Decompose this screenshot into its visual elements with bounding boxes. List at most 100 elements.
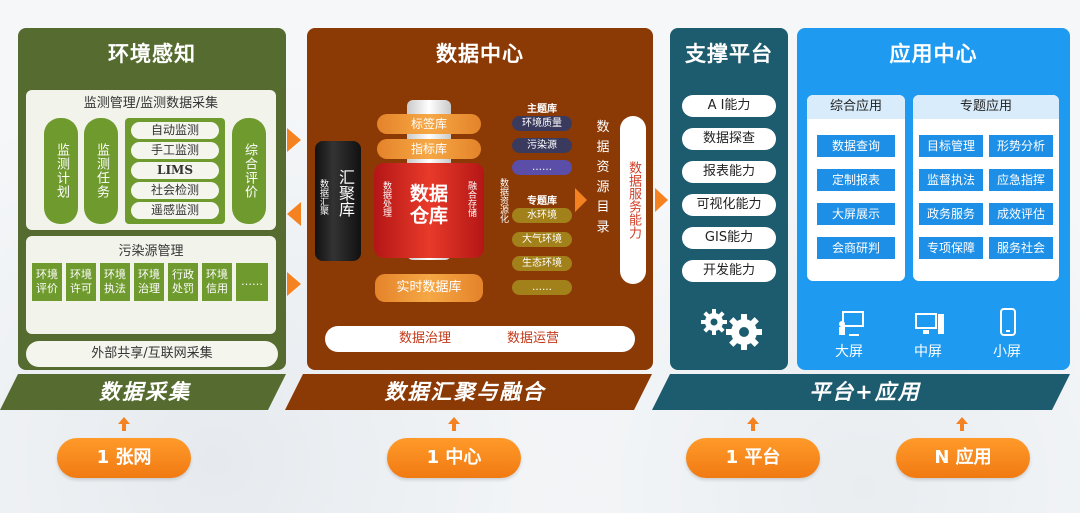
arrow-up-icon [448, 417, 460, 431]
banner-platform: 平台+应用 [809, 380, 921, 404]
service-capability: 数据服务能力 [620, 116, 646, 284]
pollution-box: 污染源管理 环境评价 环境许可 环境执法 环境治理 行政处罚 环境信用 …… [26, 236, 276, 334]
pill-monitor-task: 监测任务 [84, 118, 118, 224]
footer-operation: 数据运营 [507, 331, 560, 346]
phone-icon [1000, 308, 1016, 336]
method-item: 手工监测 [131, 142, 219, 159]
general-apps-head: 综合应用 [807, 95, 905, 119]
method-item: 社会检测 [131, 182, 219, 199]
method-item: LIMS [131, 162, 219, 179]
footer-governance: 数据治理 [399, 331, 452, 346]
gears-icon [701, 309, 762, 350]
support-title: 支撑平台 [685, 42, 773, 66]
special-app-button[interactable]: 专项保障 [919, 237, 983, 259]
one-center-button[interactable]: 1 中心 [387, 438, 521, 478]
datacenter-panel: 数据中心 数据汇聚 汇聚库 标签库 指标库 数据处理 数据仓库 融合存储 实时数… [307, 28, 653, 370]
topic-db: 污染源 [512, 138, 572, 153]
chevron-right-icon [655, 188, 668, 212]
pollution-cell: 环境许可 [66, 263, 96, 301]
pill-monitor-plan: 监测计划 [44, 118, 78, 224]
store-side-label: 融合存储 [466, 181, 476, 217]
topic-db: …… [512, 160, 572, 175]
banner-fuse: 数据汇聚与融合 [384, 380, 546, 404]
banner-collect: 数据采集 [99, 380, 191, 404]
arrow-up-icon [956, 417, 968, 431]
special-app-button[interactable]: 监督执法 [919, 169, 983, 191]
support-item: A I能力 [682, 95, 776, 117]
realtime-db: 实时数据库 [375, 274, 483, 302]
process-side-label: 数据处理 [381, 181, 391, 217]
special-app-button[interactable]: 目标管理 [919, 135, 983, 157]
special-app-button[interactable]: 形势分析 [989, 135, 1053, 157]
special-db: 水环境 [512, 208, 572, 223]
special-app-button[interactable]: 政务服务 [919, 203, 983, 225]
one-network-button[interactable]: 1 张网 [57, 438, 191, 478]
special-app-button[interactable]: 成效评估 [989, 203, 1053, 225]
chevron-right-icon [287, 272, 301, 296]
n-apps-button[interactable]: N 应用 [896, 438, 1030, 478]
special-db: 大气环境 [512, 232, 572, 247]
perception-title: 环境感知 [108, 42, 196, 66]
chevron-right-icon [287, 128, 301, 152]
screen-large-label: 大屏 [835, 344, 863, 360]
catalog-label: 数据资源目录 [596, 120, 610, 235]
monitor-box: 监测管理/监测数据采集 监测计划 监测任务 自动监测 手工监测 LIMS 社会检… [26, 90, 276, 230]
special-head: 专题库 [527, 196, 557, 207]
topic-db: 环境质量 [512, 116, 572, 131]
chevron-right-icon [575, 188, 587, 212]
desktop-icon [915, 313, 944, 334]
general-app-button[interactable]: 大屏展示 [817, 203, 895, 225]
special-db: …… [512, 280, 572, 295]
aggregate-db-cylinder: 数据汇聚 汇聚库 [315, 141, 361, 261]
aggregate-side-label: 数据汇聚 [318, 179, 328, 215]
screen-medium-label: 中屏 [914, 344, 942, 360]
screen-small-label: 小屏 [993, 344, 1021, 360]
apps-title: 应用中心 [889, 42, 978, 66]
pollution-cell: 环境治理 [134, 263, 164, 301]
support-item: 可视化能力 [682, 194, 776, 216]
datacenter-title: 数据中心 [436, 42, 524, 66]
special-apps-box: 专题应用 目标管理 形势分析 监督执法 应急指挥 政务服务 成效评估 专项保障 … [913, 95, 1059, 281]
apps-panel: 应用中心 综合应用 数据查询 定制报表 大屏展示 会商研判 专题应用 目标管理 … [797, 28, 1070, 370]
pollution-cell-more: …… [236, 263, 268, 301]
special-app-button[interactable]: 应急指挥 [989, 169, 1053, 191]
pollution-cell: 行政处罚 [168, 263, 198, 301]
monitor-head: 监测管理/监测数据采集 [83, 96, 219, 111]
special-app-button[interactable]: 服务社会 [989, 237, 1053, 259]
arrow-up-icon [747, 417, 759, 431]
special-apps-head: 专题应用 [913, 95, 1059, 119]
general-apps-box: 综合应用 数据查询 定制报表 大屏展示 会商研判 [807, 95, 905, 281]
warehouse-cylinder: 数据处理 数据仓库 融合存储 [374, 163, 484, 258]
pollution-cell: 环境信用 [202, 263, 232, 301]
pollution-cell: 环境执法 [100, 263, 130, 301]
tag-db: 标签库 [377, 114, 481, 134]
pill-eval: 综合评价 [232, 118, 266, 224]
support-panel: 支撑平台 A I能力 数据探查 报表能力 可视化能力 GIS能力 开发能力 [670, 28, 788, 370]
index-db: 指标库 [377, 139, 481, 159]
perception-panel: 环境感知 监测管理/监测数据采集 监测计划 监测任务 自动监测 手工监测 LIM… [18, 28, 286, 370]
general-app-button[interactable]: 定制报表 [817, 169, 895, 191]
support-item: 开发能力 [682, 260, 776, 282]
monitor-methods: 自动监测 手工监测 LIMS 社会检测 遥感监测 [125, 118, 225, 224]
resource-side-label: 数据资源化 [498, 178, 508, 223]
support-item: GIS能力 [682, 227, 776, 249]
method-item: 遥感监测 [131, 202, 219, 219]
general-app-button[interactable]: 数据查询 [817, 135, 895, 157]
datacenter-footer: 数据治理 数据运营 [325, 326, 635, 352]
topic-head: 主题库 [527, 104, 557, 115]
perception-footer: 外部共享/互联网采集 [26, 341, 278, 367]
special-db: 生态环境 [512, 256, 572, 271]
chevron-left-icon [287, 202, 301, 226]
general-app-button[interactable]: 会商研判 [817, 237, 895, 259]
one-platform-button[interactable]: 1 平台 [686, 438, 820, 478]
pollution-head: 污染源管理 [118, 244, 184, 259]
arrow-up-icon [118, 417, 130, 431]
warehouse-label: 数据仓库 [409, 183, 448, 227]
presentation-icon [839, 311, 864, 336]
support-item: 报表能力 [682, 161, 776, 183]
pollution-cell: 环境评价 [32, 263, 62, 301]
method-item: 自动监测 [131, 122, 219, 139]
banner-shapes [0, 374, 1070, 410]
aggregate-db-label: 汇聚库 [336, 169, 355, 217]
support-item: 数据探查 [682, 128, 776, 150]
